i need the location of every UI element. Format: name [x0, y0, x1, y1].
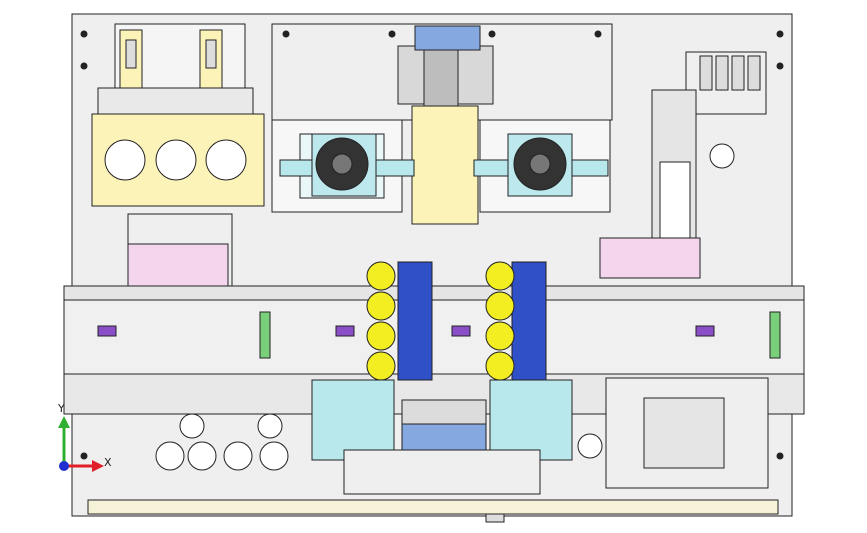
base-plate-bottom-strip	[87, 499, 779, 515]
valve-bank-coil-1	[699, 55, 713, 91]
bottom-left-hole-3	[223, 441, 253, 471]
pink-block-left	[127, 243, 229, 287]
yellow-plate-hole-1	[104, 139, 146, 181]
yellow-roller-left-4	[366, 351, 396, 381]
left-hub-center	[331, 153, 353, 175]
yellow-roller-left-2	[366, 291, 396, 321]
right-side-round-port	[709, 143, 735, 169]
screw-1	[80, 30, 88, 38]
bottom-connector	[485, 513, 505, 523]
screw-10	[488, 30, 496, 38]
coordinate-triad-icon	[58, 416, 104, 472]
purple-part-2	[335, 325, 355, 337]
triad-x-arrow-head	[92, 460, 104, 472]
motor-body	[423, 49, 459, 107]
valve-manifold	[97, 87, 254, 117]
screw-2	[80, 62, 88, 70]
yellow-roller-right-3	[485, 321, 515, 351]
rail-band-top	[63, 285, 805, 301]
cyan-block-right	[489, 379, 573, 461]
screw-9	[388, 30, 396, 38]
valve-bank-coil-2	[715, 55, 729, 91]
valve-stem-right	[205, 39, 217, 69]
yellow-plate-hole-3	[205, 139, 247, 181]
rail-band-mid	[63, 299, 805, 375]
green-part-2	[769, 311, 781, 359]
triad-x-label: X	[104, 456, 112, 469]
screw-4	[776, 62, 784, 70]
green-part-1	[259, 311, 271, 359]
screw-7	[282, 30, 290, 38]
yellow-roller-left-1	[366, 261, 396, 291]
purple-part-4	[695, 325, 715, 337]
yellow-roller-left-3	[366, 321, 396, 351]
triad-z-axis	[59, 461, 69, 471]
yellow-plate-hole-2	[155, 139, 197, 181]
bottom-left-hole-4	[259, 441, 289, 471]
yellow-roller-right-2	[485, 291, 515, 321]
valve-stem-left	[125, 39, 137, 69]
bottom-left-hole-6	[257, 413, 283, 439]
screw-5	[80, 452, 88, 460]
center-yellow-block	[411, 105, 479, 225]
screw-6	[776, 452, 784, 460]
bottom-left-hole-1	[155, 441, 185, 471]
cyan-block-left	[311, 379, 395, 461]
pink-block-right	[599, 237, 701, 279]
valve-bank-coil-4	[747, 55, 761, 91]
bottom-left-hole-5	[179, 413, 205, 439]
screw-8	[594, 30, 602, 38]
bottom-mid-hole	[577, 433, 603, 459]
purple-part-1	[97, 325, 117, 337]
blue-rail-left	[397, 261, 433, 381]
triad-y-label: Y	[58, 402, 65, 415]
valve-bank-coil-3	[731, 55, 745, 91]
bottom-left-hole-2	[187, 441, 217, 471]
motor-cap	[414, 25, 481, 51]
screw-3	[776, 30, 784, 38]
right-hub-center	[529, 153, 551, 175]
purple-part-3	[451, 325, 471, 337]
yellow-roller-right-1	[485, 261, 515, 291]
bottom-center-plate	[343, 449, 541, 495]
yellow-roller-right-4	[485, 351, 515, 381]
triad-y-arrow-head	[58, 416, 70, 428]
bottom-right-inner	[643, 397, 725, 469]
blue-rail-right	[511, 261, 547, 381]
